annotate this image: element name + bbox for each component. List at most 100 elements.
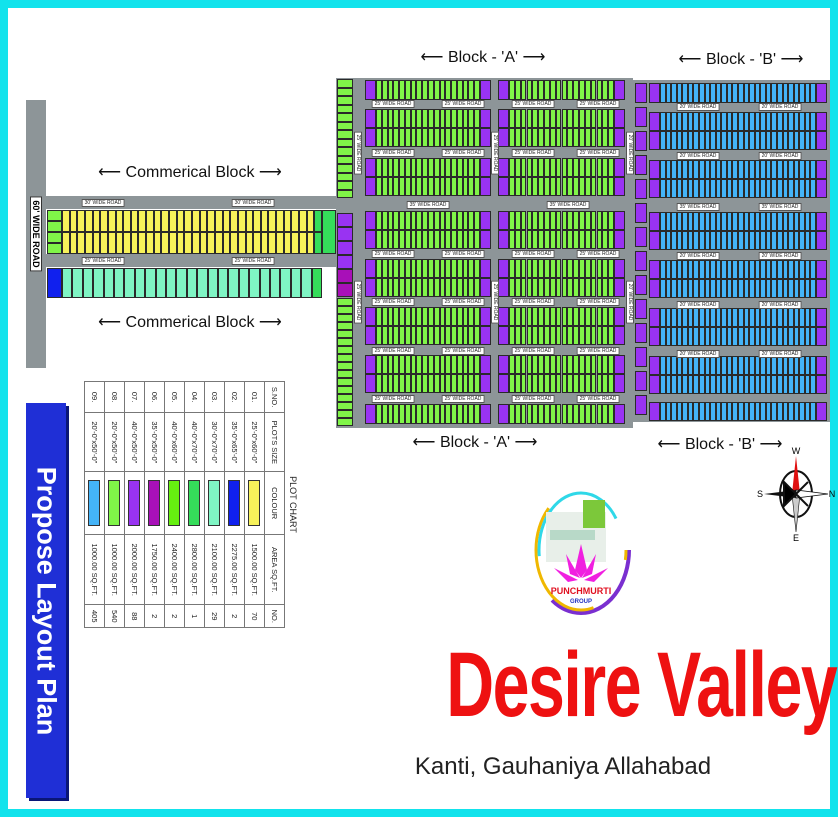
plot[interactable] — [715, 83, 722, 103]
plot[interactable] — [404, 278, 411, 297]
plot[interactable] — [754, 279, 761, 298]
plot[interactable] — [579, 326, 585, 345]
plot[interactable] — [749, 327, 755, 346]
plot[interactable] — [788, 231, 794, 250]
plot[interactable] — [715, 160, 722, 179]
plot[interactable] — [456, 326, 463, 345]
plot[interactable] — [754, 375, 761, 394]
plot[interactable] — [743, 131, 750, 150]
plot[interactable] — [514, 374, 521, 393]
plot[interactable] — [799, 260, 805, 279]
plot[interactable] — [365, 355, 376, 374]
plot[interactable] — [799, 279, 805, 298]
plot[interactable] — [765, 112, 772, 131]
plot[interactable] — [376, 80, 382, 100]
plot[interactable] — [738, 179, 744, 198]
plot[interactable] — [682, 212, 688, 231]
plot[interactable] — [760, 260, 766, 279]
plot[interactable] — [422, 259, 428, 278]
plot[interactable] — [410, 326, 417, 345]
plot[interactable] — [704, 179, 711, 198]
plot[interactable] — [526, 211, 533, 230]
plot[interactable] — [721, 279, 727, 298]
plot[interactable] — [771, 279, 777, 298]
plot[interactable] — [228, 268, 239, 298]
plot[interactable] — [428, 158, 434, 177]
plot[interactable] — [445, 259, 452, 278]
plot[interactable] — [721, 327, 727, 346]
plot[interactable] — [721, 179, 727, 198]
plot[interactable] — [416, 326, 423, 345]
plot[interactable] — [804, 260, 811, 279]
plot[interactable] — [771, 131, 777, 150]
plot[interactable] — [777, 83, 783, 103]
plot[interactable] — [399, 80, 405, 100]
plot[interactable] — [793, 231, 800, 250]
plot[interactable] — [410, 109, 417, 128]
plot[interactable] — [538, 211, 544, 230]
plot[interactable] — [660, 160, 666, 179]
plot[interactable] — [337, 121, 353, 130]
plot[interactable] — [816, 308, 827, 327]
plot[interactable] — [410, 374, 417, 393]
plot[interactable] — [509, 259, 515, 278]
plot[interactable] — [376, 307, 382, 326]
plot[interactable] — [192, 210, 200, 232]
plot[interactable] — [230, 210, 238, 232]
plot[interactable] — [561, 307, 568, 326]
plot[interactable] — [526, 278, 533, 297]
plot[interactable] — [754, 231, 761, 250]
plot[interactable] — [765, 260, 772, 279]
plot[interactable] — [596, 278, 603, 297]
plot[interactable] — [567, 177, 574, 196]
plot[interactable] — [602, 109, 609, 128]
plot[interactable] — [544, 259, 550, 278]
plot[interactable] — [456, 230, 463, 249]
plot[interactable] — [410, 278, 417, 297]
plot[interactable] — [445, 211, 452, 230]
plot[interactable] — [777, 375, 783, 394]
plot[interactable] — [561, 278, 568, 297]
plot[interactable] — [387, 211, 394, 230]
plot[interactable] — [445, 326, 452, 345]
plot[interactable] — [676, 327, 683, 346]
plot[interactable] — [687, 160, 694, 179]
plot[interactable] — [299, 210, 307, 232]
plot[interactable] — [671, 375, 677, 394]
plot[interactable] — [439, 374, 446, 393]
plot[interactable] — [480, 259, 491, 278]
plot[interactable] — [337, 164, 353, 173]
plot[interactable] — [579, 80, 585, 100]
plot[interactable] — [451, 230, 457, 249]
plot[interactable] — [526, 158, 533, 177]
plot[interactable] — [456, 128, 463, 147]
plot[interactable] — [509, 109, 515, 128]
plot[interactable] — [671, 327, 677, 346]
plot[interactable] — [381, 307, 388, 326]
plot[interactable] — [635, 395, 647, 415]
plot[interactable] — [520, 374, 527, 393]
plot[interactable] — [614, 259, 625, 278]
plot[interactable] — [699, 131, 705, 150]
plot[interactable] — [498, 259, 509, 278]
plot[interactable] — [47, 268, 62, 298]
plot[interactable] — [153, 232, 162, 254]
plot[interactable] — [810, 279, 816, 298]
plot[interactable] — [590, 230, 597, 249]
plot[interactable] — [69, 210, 78, 232]
plot[interactable] — [810, 131, 816, 150]
plot[interactable] — [393, 374, 400, 393]
plot[interactable] — [532, 326, 539, 345]
plot[interactable] — [268, 210, 277, 232]
plot[interactable] — [687, 131, 694, 150]
plot[interactable] — [100, 232, 108, 254]
plot[interactable] — [399, 128, 405, 147]
plot[interactable] — [514, 128, 521, 147]
plot[interactable] — [567, 278, 574, 297]
plot[interactable] — [743, 83, 750, 103]
plot[interactable] — [509, 128, 515, 147]
plot[interactable] — [608, 374, 614, 393]
plot[interactable] — [573, 211, 579, 230]
plot[interactable] — [671, 260, 677, 279]
plot[interactable] — [596, 374, 603, 393]
